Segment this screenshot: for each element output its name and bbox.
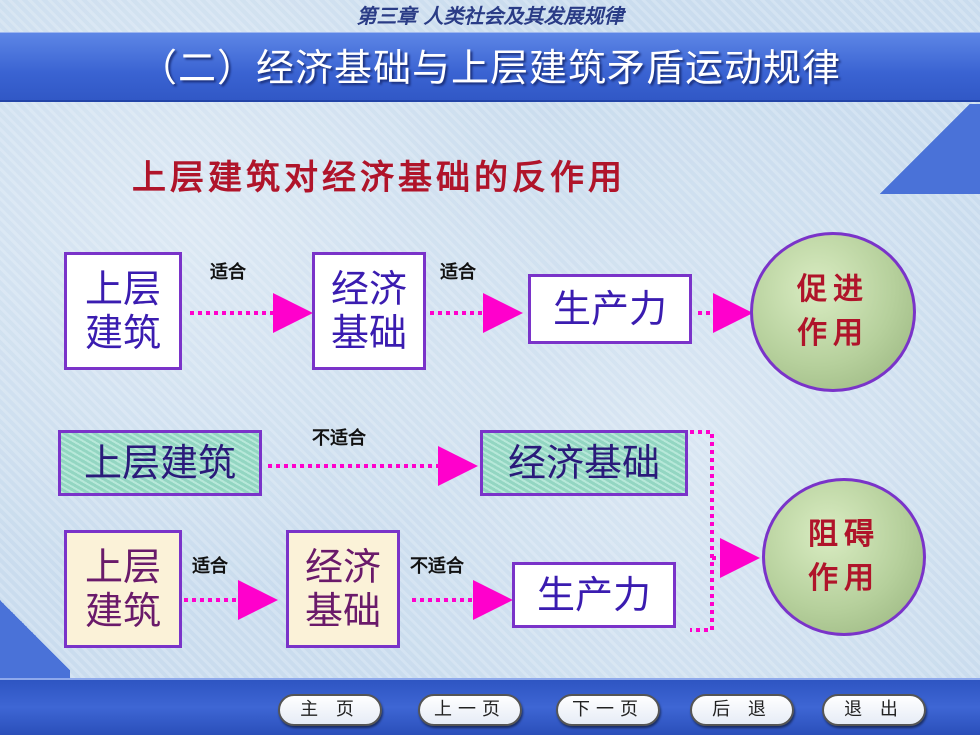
economic-base-box-1: 经济 基础 <box>312 252 426 370</box>
bracket-connector <box>690 430 714 632</box>
home-button[interactable]: 主 页 <box>278 694 382 726</box>
label-suitable-2: 适合 <box>440 262 476 283</box>
label-suitable-1: 适合 <box>210 262 246 283</box>
exit-button[interactable]: 退 出 <box>822 694 926 726</box>
economic-base-box-2: 经济基础 <box>480 430 688 496</box>
chapter-heading: 第三章 人类社会及其发展规律 <box>356 4 624 28</box>
economic-base-box-3: 经济 基础 <box>286 530 400 648</box>
circle-text-line2: 作用 <box>797 316 869 351</box>
productivity-box-1: 生产力 <box>528 274 692 344</box>
decorative-corner-bottom-left <box>0 590 70 680</box>
back-button[interactable]: 后 退 <box>690 694 794 726</box>
page-title: （二）经济基础与上层建筑矛盾运动规律 <box>138 46 841 90</box>
title-bar: （二）经济基础与上层建筑矛盾运动规律 <box>0 32 980 102</box>
label-suitable-3: 适合 <box>192 556 228 577</box>
next-page-button[interactable]: 下一页 <box>556 694 660 726</box>
navigation-bar: 主 页 上一页 下一页 后 退 退 出 <box>0 678 980 735</box>
circle2-text-line2: 作用 <box>808 561 880 596</box>
label-unsuitable-2: 不适合 <box>410 556 464 577</box>
superstructure-box-2: 上层建筑 <box>58 430 262 496</box>
hinder-effect-circle: 阻碍 作用 <box>762 478 926 636</box>
slide-subtitle: 上层建筑对经济基础的反作用 <box>132 158 626 198</box>
promote-effect-circle: 促进 作用 <box>750 232 916 392</box>
previous-page-button[interactable]: 上一页 <box>418 694 522 726</box>
decorative-corner-top-right <box>870 104 980 194</box>
superstructure-box-3: 上层 建筑 <box>64 530 182 648</box>
circle-text-line1: 促进 <box>797 272 869 307</box>
superstructure-box-1: 上层 建筑 <box>64 252 182 370</box>
circle2-text-line1: 阻碍 <box>808 517 880 552</box>
label-unsuitable-1: 不适合 <box>312 428 366 449</box>
productivity-box-2: 生产力 <box>512 562 676 628</box>
